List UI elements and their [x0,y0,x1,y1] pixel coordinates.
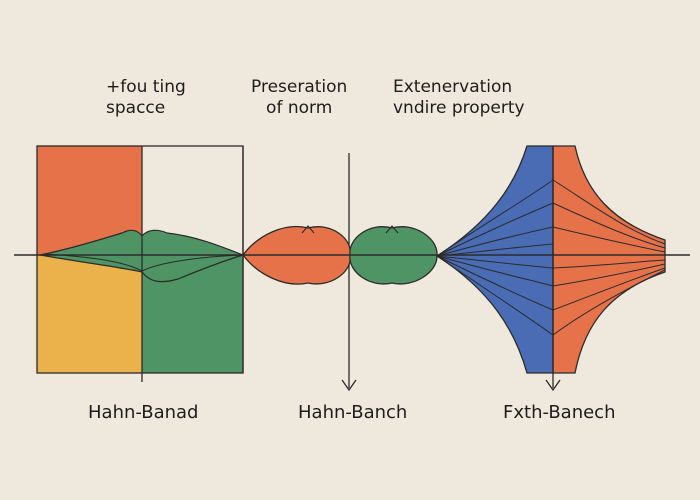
caption-hahn-banad: Hahn-Banad [88,402,199,423]
lobe-notch [301,225,315,234]
fan-field-lines [436,179,666,336]
header-line: Preseration [251,77,348,97]
caption-hahn-banch: Hahn-Banch [298,402,408,423]
arrow-head [545,379,561,392]
arrow-head [341,379,357,392]
yellow-block [37,255,142,373]
header-line: +fou ting [106,77,186,97]
header-preservation-norm: Preseration of norm [251,77,347,119]
caption-fxth-banech: Fxth-Banech [503,402,616,423]
header-line: spacce [106,98,166,118]
lobe-notch [385,225,399,234]
header-line: vndire property [393,98,525,118]
header-touting-space: +fou ting spacce [106,77,186,119]
blue-fan-shape [435,145,554,374]
header-line: of norm [266,98,333,118]
header-line: Extenervation [393,77,513,97]
header-extension-property: Extenervation vndire property [393,77,525,119]
orange-fan-shape [552,145,666,374]
lens-inner-curve [141,254,241,272]
